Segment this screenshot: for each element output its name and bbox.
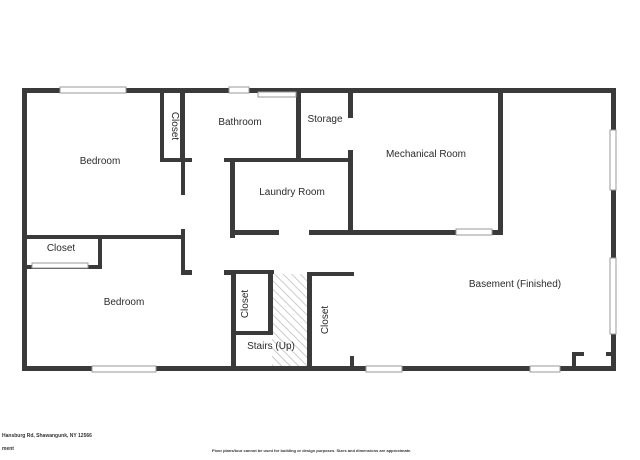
bathroom-label: Bathroom [218,117,261,128]
closet-stairs-label: Closet [240,290,251,319]
closet-right-label: Closet [320,306,331,335]
stairs-label: Stairs (Up) [247,341,295,352]
address-continuation-text: ment [2,446,14,452]
door-openings [179,118,606,357]
windows [31,86,617,373]
closet-top-label: Closet [169,112,180,141]
mechanical-room-label: Mechanical Room [386,149,466,160]
basement-label: Basement (Finished) [469,279,561,290]
address-text: Hansburg Rd, Shawangunk, NY 12566 [2,433,92,439]
bedroom-top-label: Bedroom [80,156,121,167]
laundry-room-label: Laundry Room [259,187,325,198]
disclaimer-text: Floor plans/tour cannot be used for buil… [212,448,412,453]
exterior-walls [22,88,616,371]
closet-left-label: Closet [47,243,76,254]
bedroom-bottom-label: Bedroom [104,297,145,308]
stairs-hatch [272,274,308,366]
storage-label: Storage [307,114,342,125]
